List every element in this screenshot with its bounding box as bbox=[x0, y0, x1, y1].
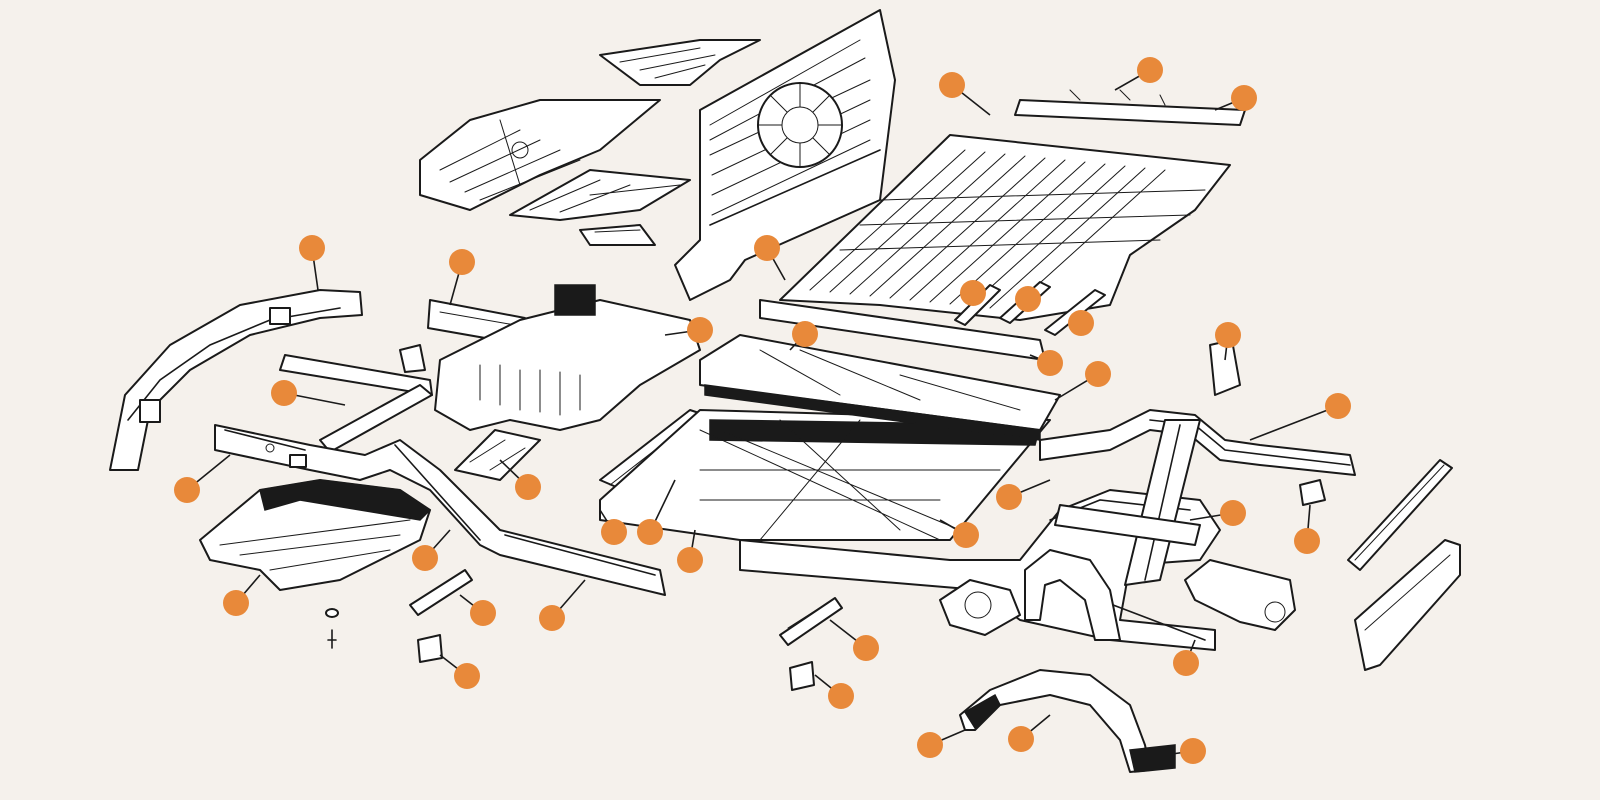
callout-dot-32[interactable] bbox=[828, 683, 854, 709]
front-small-bracket-left bbox=[399, 344, 426, 373]
front-inner-bracket bbox=[454, 429, 541, 481]
callout-dot-7[interactable] bbox=[687, 317, 713, 343]
rear-side-plate bbox=[1184, 559, 1296, 631]
callout-dot-16[interactable] bbox=[271, 380, 297, 406]
callout-dot-15[interactable] bbox=[1325, 393, 1351, 419]
callout-dot-21[interactable] bbox=[637, 519, 663, 545]
right-sill-panel bbox=[1354, 539, 1461, 671]
front-floor-small-plate bbox=[579, 224, 656, 246]
callout-dot-34[interactable] bbox=[917, 732, 943, 758]
callout-dot-12[interactable] bbox=[1037, 350, 1063, 376]
callout-dot-5[interactable] bbox=[1231, 85, 1257, 111]
bulkhead-panel bbox=[674, 9, 896, 301]
rear-trailing-arm bbox=[1054, 504, 1201, 546]
right-sill-long bbox=[1347, 459, 1453, 571]
callout-dot-27[interactable] bbox=[996, 484, 1022, 510]
callout-dot-11[interactable] bbox=[1068, 310, 1094, 336]
callout-markers bbox=[174, 57, 1351, 764]
callout-dot-14[interactable] bbox=[1215, 322, 1241, 348]
rear-wheel-arch-assembly bbox=[939, 549, 1121, 641]
right-bracket-lower bbox=[1299, 479, 1326, 506]
callout-dot-28[interactable] bbox=[953, 522, 979, 548]
callout-dot-13[interactable] bbox=[1085, 361, 1111, 387]
callout-dot-19[interactable] bbox=[412, 545, 438, 571]
front-cross-rail bbox=[279, 354, 433, 453]
callout-dot-22[interactable] bbox=[677, 547, 703, 573]
center-bracket-small bbox=[789, 661, 815, 691]
front-floor-pan bbox=[419, 99, 661, 211]
callout-dot-1[interactable] bbox=[299, 235, 325, 261]
callout-dot-23[interactable] bbox=[223, 590, 249, 616]
rear-floor-rail-top bbox=[1014, 89, 1246, 126]
callout-dot-24[interactable] bbox=[539, 605, 565, 631]
callout-dot-17[interactable] bbox=[174, 477, 200, 503]
callout-dot-9[interactable] bbox=[960, 280, 986, 306]
callout-dot-31[interactable] bbox=[853, 635, 879, 661]
callout-dot-3[interactable] bbox=[939, 72, 965, 98]
callout-dot-6[interactable] bbox=[754, 235, 780, 261]
callout-dot-10[interactable] bbox=[1015, 286, 1041, 312]
center-floor-frame bbox=[599, 409, 1051, 541]
callout-dot-26[interactable] bbox=[454, 663, 480, 689]
left-arched-rail bbox=[109, 289, 363, 471]
callout-dot-25[interactable] bbox=[470, 600, 496, 626]
callout-dot-2[interactable] bbox=[449, 249, 475, 275]
callout-dot-8[interactable] bbox=[792, 321, 818, 347]
callout-dot-4[interactable] bbox=[1137, 57, 1163, 83]
front-bracket-angle-left bbox=[409, 569, 473, 616]
small-bolt-washer bbox=[325, 608, 339, 649]
callout-dot-30[interactable] bbox=[1294, 528, 1320, 554]
callout-dot-29[interactable] bbox=[1220, 500, 1246, 526]
callout-dot-36[interactable] bbox=[1180, 738, 1206, 764]
rear-wheelhouse bbox=[959, 669, 1176, 773]
center-bracket-angle bbox=[779, 597, 843, 646]
left-lower-floor-panel bbox=[199, 479, 432, 591]
front-floor-small-panel bbox=[599, 39, 761, 86]
callout-dot-33[interactable] bbox=[1173, 650, 1199, 676]
front-center-panel bbox=[434, 284, 701, 431]
front-bracket-small-left bbox=[417, 634, 443, 663]
chassis-frame-left-rail bbox=[214, 424, 666, 596]
rear-floor-pan bbox=[779, 134, 1231, 321]
right-bracket-upper bbox=[1209, 339, 1241, 396]
callout-dot-35[interactable] bbox=[1008, 726, 1034, 752]
front-floor-crossmember-panel bbox=[509, 169, 691, 221]
callout-dot-20[interactable] bbox=[601, 519, 627, 545]
callout-dot-18[interactable] bbox=[515, 474, 541, 500]
